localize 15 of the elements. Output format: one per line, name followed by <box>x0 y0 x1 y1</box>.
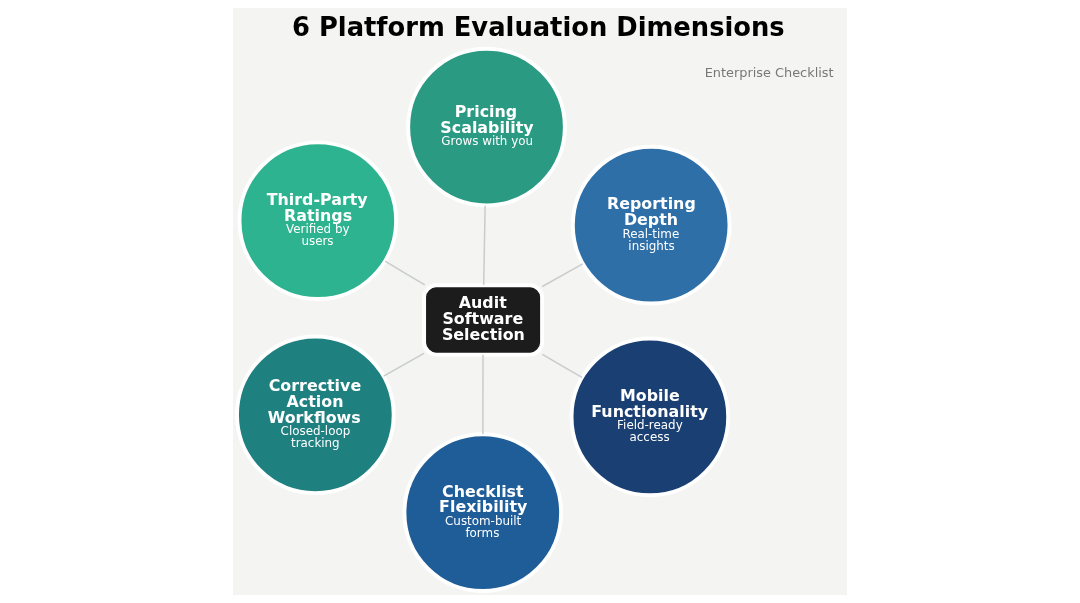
node-box: Audit Software Selection <box>422 283 545 357</box>
connector <box>482 204 486 286</box>
node-circle: Third-Party Ratings Verified by users <box>237 140 399 302</box>
node-circle: Reporting Depth Real-time insights <box>570 144 732 306</box>
connector <box>382 352 425 377</box>
connector <box>541 353 583 379</box>
diagram-title: 6 Platform Evaluation Dimensions <box>292 11 785 42</box>
connector <box>541 263 584 288</box>
node-circle: Corrective Action Workflows Closed-loop tracking <box>235 334 396 496</box>
connector <box>482 354 484 435</box>
node-circle: Mobile Functionality Field-ready access <box>569 336 731 498</box>
connector <box>384 260 426 286</box>
label: Enterprise Checklist <box>704 64 834 80</box>
node-circle: Pricing Scalability Grows with you <box>406 46 567 208</box>
node-circle: Checklist Flexibility Custom-built forms <box>402 432 564 593</box>
